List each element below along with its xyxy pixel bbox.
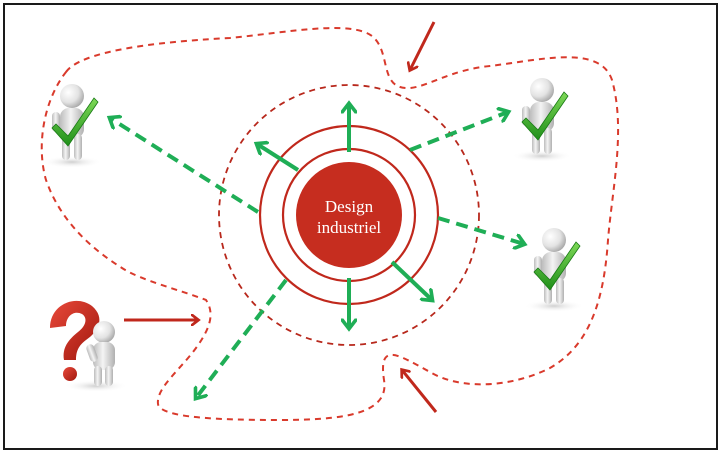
person-question-icon <box>50 300 128 392</box>
center-disk <box>296 162 402 268</box>
center-label-line2: industriel <box>317 218 381 237</box>
frame-border <box>3 3 718 450</box>
red-arrows <box>124 21 438 413</box>
arrow-to-lower-left <box>196 278 288 398</box>
arrow-lower-right <box>390 260 432 300</box>
person-check-icon <box>524 228 584 312</box>
person-check-icon <box>42 84 102 168</box>
dashed-green-arrows <box>110 112 524 398</box>
arrow-to-top-left-person <box>110 118 260 214</box>
red-arrow-bottom <box>402 370 438 413</box>
dashed-ring <box>218 84 480 346</box>
question-mark-shape <box>50 300 100 360</box>
arrow-to-top-right-person <box>409 112 508 152</box>
arrow-to-right-person <box>437 216 524 244</box>
arrow-upper-left <box>257 144 300 172</box>
person-check-icon <box>512 78 572 162</box>
solid-green-arrows <box>257 104 432 328</box>
red-arrow-top <box>410 21 436 70</box>
center-label-line1: Design <box>325 197 374 216</box>
outer-boundary-dashed <box>40 27 620 422</box>
